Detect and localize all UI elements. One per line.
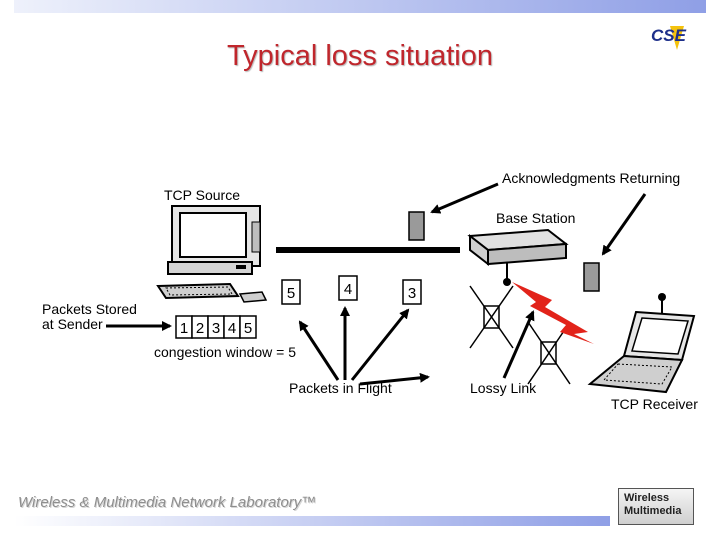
in-flight-packet <box>338 275 358 301</box>
lossy-link-label: Lossy Link <box>470 380 537 396</box>
ack-packet <box>408 211 425 241</box>
in-flight-packet-label: 5 <box>287 285 295 302</box>
at-sender-label: at Sender <box>42 316 103 332</box>
footer-lab-name: Wireless & Multimedia Network Laboratory… <box>18 494 317 511</box>
congestion-window-label: congestion window = 5 <box>154 344 296 360</box>
laptop-computer-icon <box>587 293 696 394</box>
lost-packet <box>469 285 514 349</box>
svg-text:CSE: CSE <box>651 26 687 45</box>
desktop-computer-icon <box>156 205 268 303</box>
packets-stored-label: Packets Stored <box>42 301 137 317</box>
in-flight-arrow <box>298 320 340 381</box>
base-station-label: Base Station <box>496 210 575 226</box>
in-flight-packet <box>281 279 301 305</box>
in-flight-packet-label: 3 <box>408 285 416 302</box>
in-flight-arrow <box>350 308 410 381</box>
ack-packet <box>583 262 600 292</box>
lightning-bolt-icon <box>512 282 594 344</box>
sender-queue: 1 2 3 4 5 <box>175 315 257 339</box>
tcp-source-label: TCP Source <box>164 187 240 203</box>
base-station-icon <box>467 228 569 286</box>
lossy-link-arrow <box>502 310 535 379</box>
queue-packet-label: 4 <box>228 320 236 337</box>
in-flight-packet <box>402 279 422 305</box>
packets-in-flight-label: Packets in Flight <box>289 380 392 396</box>
header-gradient-bar <box>14 0 706 13</box>
ack-arrow <box>601 193 647 256</box>
slide-title: Typical loss situation <box>227 40 493 72</box>
queue-packet-label: 3 <box>212 320 220 337</box>
in-flight-arrow <box>359 372 430 386</box>
cse-logo-icon: CSE <box>651 26 687 50</box>
footer-gradient-bar <box>14 516 610 526</box>
acknowledgments-returning-label: Acknowledgments Returning <box>502 170 680 186</box>
ack-arrow <box>430 182 499 214</box>
queue-packet-label: 2 <box>196 320 204 337</box>
queue-packet-label: 1 <box>180 320 188 337</box>
lab-logo: Wireless Multimedia <box>618 488 694 525</box>
tcp-receiver-label: TCP Receiver <box>611 396 698 412</box>
in-flight-packet-label: 4 <box>344 281 352 298</box>
queue-packet-label: 5 <box>244 320 252 337</box>
